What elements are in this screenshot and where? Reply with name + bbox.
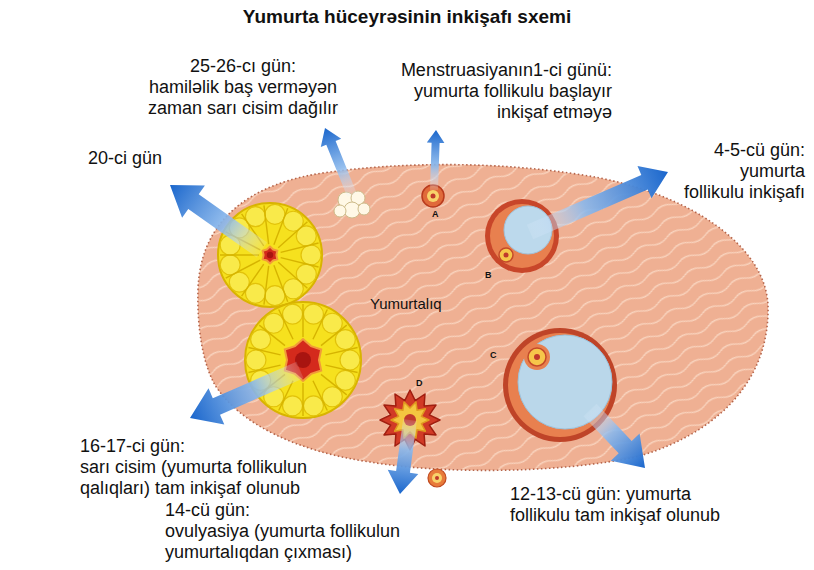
callout-arrow: [321, 128, 357, 197]
ovary-body: [198, 165, 768, 471]
part-letter: D: [416, 378, 423, 389]
corpus-septum: [321, 374, 347, 395]
white-body-lobe: [334, 205, 346, 217]
corpus-body: [245, 302, 361, 418]
follicle-wall: [485, 199, 559, 273]
callout-text: ovulyasiya (yumurta follikulun yumurtalı…: [165, 521, 420, 563]
corpus-septum: [313, 381, 327, 411]
corpus-body: [218, 203, 322, 307]
corpus-lobe: [265, 204, 285, 224]
oocyte-nucleus: [435, 476, 439, 480]
callout-heading: 25-26-cı gün:: [138, 56, 348, 77]
callout-heading: Menstruasiyanın1-ci günü:: [401, 60, 612, 81]
corpus-septum: [325, 348, 357, 355]
callout-arrow: [388, 419, 419, 494]
callout-heading: 4-5-cü gün:: [714, 140, 805, 161]
callout-text: yumurta follikulu başlayır inkişaf etməy…: [387, 81, 612, 123]
corpus-lobe: [303, 304, 323, 324]
corpus-lobe: [283, 304, 303, 324]
corpus-septum: [248, 348, 280, 355]
corpus-luteum: [245, 302, 361, 418]
corpus-lobe: [301, 245, 321, 265]
cumulus: [524, 344, 550, 370]
corpus-septum: [274, 265, 288, 301]
corpus-lobe: [340, 350, 360, 370]
part-letter: A: [432, 209, 439, 220]
granulosa: [490, 204, 554, 268]
callout-text: sarı cisim (yumurta follikulun qalıqları…: [80, 457, 320, 499]
released-oocyte: [428, 469, 446, 487]
part-letter: C: [490, 350, 497, 361]
corpus-septum: [281, 243, 319, 252]
ovary-outline: [198, 165, 768, 471]
oocyte-nucleus: [431, 194, 436, 199]
oocyte: [528, 348, 546, 366]
corpus-septum: [321, 325, 347, 346]
corpus-albicans: [334, 191, 370, 218]
corpus-lobe: [303, 396, 323, 416]
corpus-core: [267, 252, 273, 258]
callout-arrow: [584, 404, 646, 468]
corpus-septum: [281, 258, 319, 267]
ovary-texture: [198, 165, 768, 471]
ovary-illustration: [195, 155, 775, 480]
part-letter: B: [485, 270, 492, 281]
callout-heading: 16-17-ci gün:: [80, 436, 185, 457]
corpus-septum: [278, 222, 307, 248]
corpus-lobe: [265, 286, 285, 306]
callout-text: yumurta follikulu inkişafı: [681, 161, 805, 203]
callout-text: 12-13-cü gün: yumurta follikulu tam inki…: [510, 484, 735, 526]
oocyte-corona: [428, 469, 446, 487]
organ-label: Yumurtalıq: [370, 293, 442, 314]
diagram-title: Yumurta hüceyrəsinin inkişafı sxemi: [0, 6, 814, 27]
corpus-septum: [264, 266, 269, 305]
corpus-septum: [259, 325, 285, 346]
oocyte-nucleus: [504, 253, 509, 258]
oocyte: [432, 473, 442, 483]
callout-arrow: [190, 362, 304, 425]
callout-arrow: [427, 130, 445, 190]
corpus-septum: [313, 310, 327, 340]
callout-arrow: [527, 166, 668, 239]
corpus-luteum: [218, 203, 322, 307]
corpus-lobe: [283, 396, 303, 416]
corpus-septum: [264, 205, 269, 244]
oocyte: [499, 248, 513, 262]
callout-arrow: [170, 185, 267, 257]
corpus-septum: [279, 310, 293, 340]
corpus-septum: [278, 262, 307, 288]
callout-heading: 14-cü gün:: [165, 500, 250, 521]
corpus-lobe: [246, 350, 266, 370]
oocyte-nucleus: [534, 354, 540, 360]
ovary-shape: Yumurtalıq: [195, 155, 775, 480]
growing-follicle: [485, 199, 559, 273]
white-body-lobe: [358, 203, 370, 215]
callout-text: hamiləlik baş verməyən zaman sarı cisim …: [138, 77, 348, 119]
corpus-septum: [302, 304, 303, 337]
corpus-center: [263, 247, 278, 264]
callout-heading: 20-ci gün: [88, 148, 162, 169]
corpus-septum: [226, 260, 261, 278]
corpus-septum: [274, 208, 288, 244]
oocyte: [427, 190, 439, 202]
corpus-septum: [302, 383, 303, 416]
corpus-septum: [325, 365, 357, 372]
